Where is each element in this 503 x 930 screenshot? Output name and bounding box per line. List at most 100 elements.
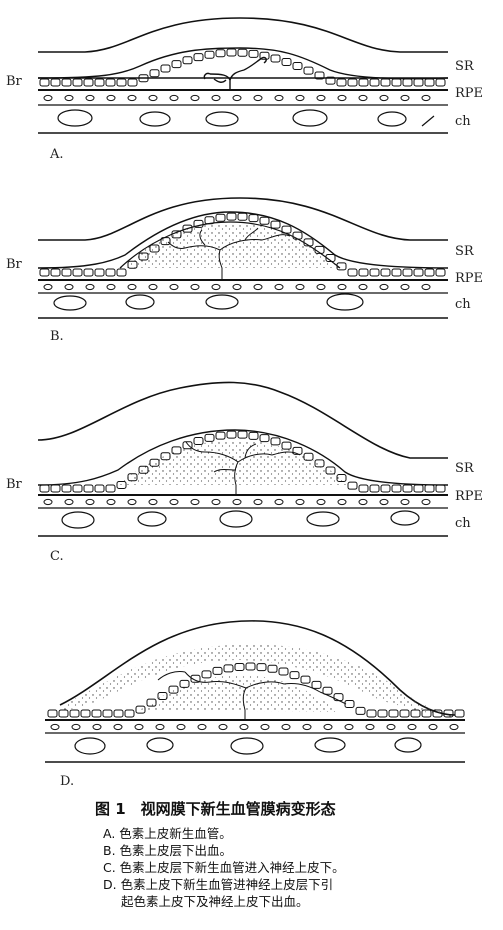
choriocapillaris-lumen bbox=[106, 498, 116, 506]
label-br: Br bbox=[6, 74, 23, 89]
choriocapillaris-lumen bbox=[281, 723, 291, 731]
rpe-cell bbox=[325, 76, 336, 85]
rpe-cell bbox=[83, 78, 94, 87]
rpe-cell bbox=[388, 709, 399, 718]
rpe-cell bbox=[380, 484, 391, 493]
rpe-cell bbox=[39, 78, 50, 87]
caption-line-d-cont: 起色素上皮下及神经上皮下出血。 bbox=[121, 894, 309, 909]
choriocapillaris-lumen bbox=[211, 498, 221, 506]
choriocapillaris-row bbox=[43, 94, 431, 102]
rpe-cell bbox=[292, 231, 303, 240]
choriocapillaris-lumen bbox=[85, 283, 95, 291]
choroid-vessels bbox=[53, 293, 364, 311]
rpe-cell bbox=[138, 465, 149, 474]
rpe-cell bbox=[160, 64, 171, 73]
neuroretina-bottom-line bbox=[37, 211, 449, 269]
rpe-cell bbox=[138, 252, 149, 261]
choriocapillaris-lumen bbox=[218, 723, 228, 731]
rpe-detachment-space bbox=[115, 440, 350, 485]
rpe-cell bbox=[424, 78, 435, 87]
choriocapillaris-lumen bbox=[127, 283, 137, 291]
rpe-cell bbox=[270, 437, 281, 446]
rpe-cell bbox=[201, 670, 212, 679]
rpe-cell bbox=[237, 430, 248, 439]
label-rpe: RPE bbox=[455, 271, 483, 286]
rpe-cell bbox=[58, 709, 69, 718]
rpe-cell bbox=[223, 664, 234, 673]
rpe-cell bbox=[204, 433, 215, 442]
subretinal-hemorrhage bbox=[62, 644, 455, 718]
rpe-cell bbox=[248, 214, 259, 223]
rpe-cell bbox=[179, 679, 190, 688]
rpe-cell-dome bbox=[39, 212, 446, 277]
choriocapillaris-row bbox=[43, 498, 431, 506]
choriocapillaris-lumen bbox=[85, 498, 95, 506]
rpe-cell bbox=[248, 431, 259, 440]
rpe-cell bbox=[410, 709, 421, 718]
choriocapillaris-lumen bbox=[400, 498, 410, 506]
rpe-cell bbox=[72, 484, 83, 493]
choriocapillaris-lumen bbox=[134, 723, 144, 731]
label-ch: ch bbox=[455, 114, 471, 129]
rpe-cell bbox=[237, 212, 248, 221]
rpe-cell bbox=[168, 685, 179, 694]
choriocapillaris-lumen bbox=[400, 283, 410, 291]
choriocapillaris-lumen bbox=[64, 283, 74, 291]
rpe-cell bbox=[259, 434, 270, 443]
rpe-cell bbox=[314, 245, 325, 254]
choriocapillaris-lumen bbox=[148, 498, 158, 506]
rpe-cell bbox=[149, 458, 160, 467]
rpe-cell bbox=[215, 213, 226, 222]
label-ch: ch bbox=[455, 516, 471, 531]
rpe-cell bbox=[234, 662, 245, 671]
caption-line-a: A. 色素上皮新生血管。 bbox=[103, 826, 232, 841]
rpe-cell bbox=[281, 57, 292, 66]
rpe-cell bbox=[61, 268, 72, 277]
rpe-cell bbox=[435, 78, 446, 87]
choriocapillaris-lumen bbox=[113, 723, 123, 731]
rpe-cell bbox=[259, 51, 270, 60]
panel-d: D. bbox=[45, 620, 465, 789]
label-rpe: RPE bbox=[455, 86, 483, 101]
rpe-cell bbox=[105, 78, 116, 87]
rpe-cell bbox=[292, 446, 303, 455]
choriocapillaris-lumen bbox=[169, 498, 179, 506]
rpe-cell bbox=[212, 666, 223, 675]
rpe-cell bbox=[237, 48, 248, 57]
choriocapillaris-lumen bbox=[295, 94, 305, 102]
label-sr: SR bbox=[455, 461, 475, 476]
choriocapillaris-lumen bbox=[316, 94, 326, 102]
panel-c: SR RPE ch Br C. bbox=[6, 381, 483, 564]
rpe-cell bbox=[289, 671, 300, 680]
choriocapillaris-lumen bbox=[358, 283, 368, 291]
rpe-cell bbox=[355, 706, 366, 715]
rpe-cell-dome bbox=[39, 48, 446, 87]
rpe-cell bbox=[421, 709, 432, 718]
rpe-cell bbox=[149, 69, 160, 78]
rpe-cell bbox=[402, 78, 413, 87]
rpe-cell bbox=[391, 268, 402, 277]
rpe-cell bbox=[80, 709, 91, 718]
choroid-vessels bbox=[57, 109, 435, 127]
rpe-cell bbox=[47, 709, 58, 718]
panel-label-a: A. bbox=[49, 147, 64, 162]
rpe-cell bbox=[248, 49, 259, 58]
choriocapillaris-lumen bbox=[85, 94, 95, 102]
choriocapillaris-lumen bbox=[197, 723, 207, 731]
rpe-cell bbox=[171, 60, 182, 69]
choriocapillaris-lumen bbox=[50, 723, 60, 731]
choriocapillaris-lumen bbox=[428, 723, 438, 731]
choriocapillaris-lumen bbox=[379, 94, 389, 102]
rpe-cell bbox=[135, 705, 146, 714]
rpe-cell bbox=[402, 268, 413, 277]
choriocapillaris-lumen bbox=[337, 498, 347, 506]
choriocapillaris-lumen bbox=[253, 498, 263, 506]
choriocapillaris-lumen bbox=[316, 283, 326, 291]
rpe-cell bbox=[300, 675, 311, 684]
choriocapillaris-lumen bbox=[295, 498, 305, 506]
choriocapillaris-lumen bbox=[190, 498, 200, 506]
rpe-cell bbox=[256, 663, 267, 672]
rpe-cell bbox=[380, 78, 391, 87]
rpe-cell bbox=[83, 268, 94, 277]
label-ch: ch bbox=[455, 297, 471, 312]
